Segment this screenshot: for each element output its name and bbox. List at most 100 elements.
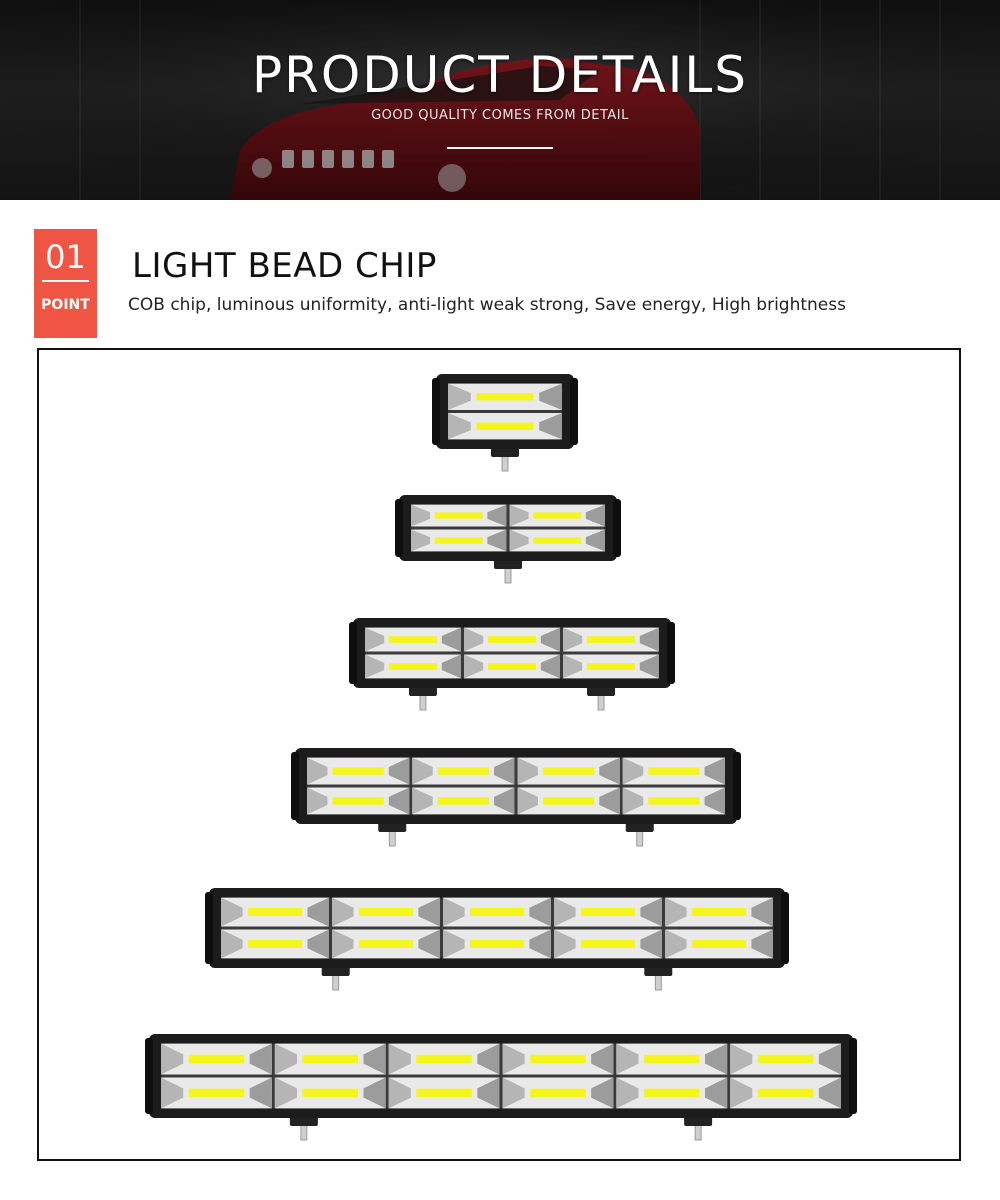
cob-chip [543, 797, 595, 805]
reflector-shade-right [441, 627, 461, 652]
reflector-shade-right [441, 654, 461, 679]
cob-chip [533, 537, 582, 544]
reflector-shade-left [517, 757, 538, 785]
page-subtitle: GOOD QUALITY COMES FROM DETAIL [371, 108, 629, 123]
reflector-shade-right [639, 627, 659, 652]
reflector-shade-right [487, 529, 507, 552]
cob-chip [434, 512, 483, 519]
reflector-shade-left [388, 1077, 411, 1109]
reflector-shade-left [221, 897, 243, 927]
reflector-shade-right [599, 757, 620, 785]
reflector-shade-right [418, 929, 440, 959]
cob-chip [587, 663, 635, 670]
reflector-shade-right [494, 787, 515, 815]
end-cap-left [349, 622, 357, 684]
reflector-shade-right [388, 757, 410, 785]
reflector-shade-right [249, 1043, 272, 1075]
reflector-shade-right [585, 504, 605, 527]
reflector-shade-left [412, 757, 433, 785]
car-background-image [0, 0, 1000, 200]
cob-chip [488, 636, 536, 643]
reflector-shade-left [730, 1077, 753, 1109]
cob-chip [470, 939, 524, 948]
point-label: POINT [41, 297, 90, 313]
cob-chip [476, 422, 534, 430]
reflector-shade-right [539, 383, 562, 410]
light-bars-image [145, 374, 857, 1141]
reflector-shade-right [704, 757, 725, 785]
reflector-shade-right [307, 897, 329, 927]
reflector-shade-left [665, 929, 687, 959]
cob-chip [332, 797, 384, 805]
end-cap-right [849, 1038, 857, 1114]
cob-chip [437, 767, 489, 775]
point-badge: 01 POINT [34, 229, 97, 338]
reflector-shade-left [332, 897, 354, 927]
bar-lens [161, 1043, 841, 1109]
reflector-shade-right [529, 929, 551, 959]
reflector-shade-left [622, 757, 644, 785]
reflector-shade-right [599, 787, 620, 815]
reflector-shade-right [477, 1043, 500, 1075]
cob-chip [302, 1088, 358, 1098]
reflector-shade-left [307, 757, 328, 785]
reflector-shade-left [563, 627, 583, 652]
reflector-shade-left [464, 627, 484, 652]
cob-chip [248, 908, 302, 917]
reflector-shade-right [307, 929, 329, 959]
end-cap-left [432, 378, 440, 445]
light-bar-1-module [432, 374, 578, 472]
reflector-shade-right [487, 504, 507, 527]
reflector-shade-right [388, 787, 410, 815]
cob-chip [188, 1088, 245, 1098]
end-cap-left [205, 892, 213, 964]
reflector-shade-right [540, 627, 560, 652]
cob-chip [581, 939, 635, 948]
reflector-shade-left [443, 929, 465, 959]
cob-chip [188, 1054, 245, 1064]
cob-chip [530, 1054, 586, 1064]
reflector-shade-right [591, 1043, 614, 1075]
cob-chip [648, 797, 700, 805]
reflector-shade-left [509, 504, 529, 527]
cob-chip [359, 908, 413, 917]
reflector-shade-right [640, 929, 662, 959]
reflector-shade-left [554, 897, 576, 927]
cob-chip [389, 636, 437, 643]
title-divider [447, 147, 553, 149]
reflector-shade-right [529, 897, 551, 927]
cob-chip [648, 767, 700, 775]
reflector-shade-left [221, 929, 243, 959]
light-bar-6-module [145, 1034, 857, 1141]
cob-chip [437, 797, 489, 805]
reflector-shade-right [418, 897, 440, 927]
reflector-shade-left [554, 929, 576, 959]
reflector-shade-left [365, 627, 385, 652]
reflector-shade-left [517, 787, 538, 815]
cob-chip [488, 663, 536, 670]
reflector-shade-left [448, 413, 471, 440]
reflector-shade-left [307, 787, 328, 815]
cob-chip [692, 908, 746, 917]
reflector-shade-left [161, 1077, 184, 1109]
end-cap-right [570, 378, 578, 445]
point-number: 01 [45, 238, 86, 276]
reflector-shade-left [665, 897, 687, 927]
reflector-shade-left [622, 787, 644, 815]
cob-chip [543, 767, 595, 775]
section-title: LIGHT BEAD CHIP [132, 246, 437, 286]
reflector-shade-right [705, 1077, 728, 1109]
reflector-shade-left [502, 1043, 525, 1075]
cob-chip [530, 1088, 586, 1098]
end-cap-right [733, 752, 741, 820]
light-bar-5-module [205, 888, 789, 991]
page-title: PRODUCT DETAILS [252, 46, 748, 104]
cob-chip [533, 512, 582, 519]
reflector-shade-right [363, 1043, 386, 1075]
reflector-shade-left [388, 1043, 411, 1075]
cob-chip [757, 1054, 814, 1064]
product-image-frame [37, 348, 961, 1161]
header-banner: PRODUCT DETAILS GOOD QUALITY COMES FROM … [0, 0, 1000, 200]
section-description: COB chip, luminous uniformity, anti-ligh… [128, 295, 846, 315]
light-bar-4-module [291, 748, 741, 847]
